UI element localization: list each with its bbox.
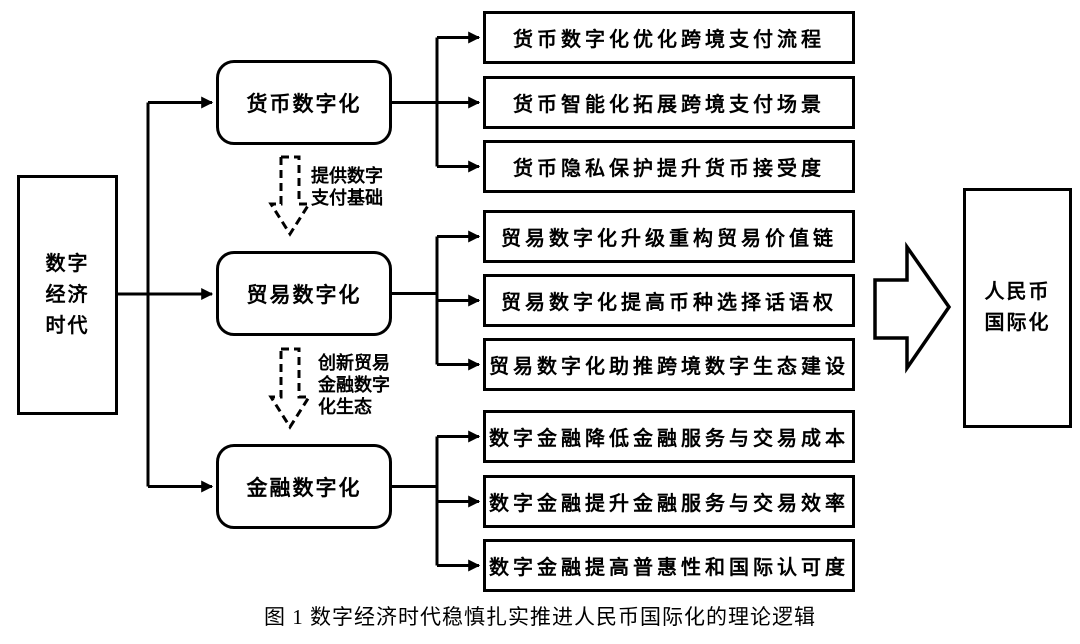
outcome-box: 贸易数字化提高币种选择话语权	[483, 274, 855, 327]
node-finance-digitalization-label: 金融数字化	[246, 476, 362, 500]
node-finance-digitalization: 金融数字化	[216, 444, 392, 529]
outcome-box: 数字金融降低金融服务与交易成本	[483, 410, 855, 463]
transition-label-payment-basis: 提供数字 支付基础	[311, 166, 383, 208]
finance-branch-lines	[391, 430, 481, 572]
node-trade-digitalization-label: 贸易数字化	[246, 283, 362, 307]
node-digital-economy-era: 数字 经济 时代	[17, 175, 118, 415]
outcome-box: 货币数字化优化跨境支付流程	[483, 11, 855, 64]
outcome-label: 货币隐私保护提升货币接受度	[513, 158, 825, 180]
outcome-box: 贸易数字化助推跨境数字生态建设	[483, 338, 855, 391]
node-trade-digitalization: 贸易数字化	[216, 251, 392, 336]
outcome-label: 贸易数字化升级重构贸易价值链	[501, 228, 837, 250]
outcome-label: 货币智能化拓展跨境支付场景	[513, 94, 825, 116]
outcome-label: 货币数字化优化跨境支付流程	[513, 29, 825, 51]
outcome-box: 货币隐私保护提升货币接受度	[483, 140, 855, 193]
outcome-label: 数字金融降低金融服务与交易成本	[489, 428, 849, 450]
outcome-label: 数字金融提高普惠性和国际认可度	[489, 557, 849, 579]
trade-branch-lines	[391, 230, 481, 371]
outcome-label: 贸易数字化提高币种选择话语权	[501, 292, 837, 314]
outcome-box: 货币智能化拓展跨境支付场景	[483, 76, 855, 129]
block-arrow-right-icon	[873, 241, 952, 374]
outcome-box: 贸易数字化升级重构贸易价值链	[483, 210, 855, 263]
node-rmb-internationalization: 人民币 国际化	[963, 188, 1072, 428]
outcome-box: 数字金融提升金融服务与交易效率	[483, 475, 855, 528]
outcome-label: 贸易数字化助推跨境数字生态建设	[489, 356, 849, 378]
outcome-box: 数字金融提高普惠性和国际认可度	[483, 539, 855, 592]
node-digital-economy-era-label: 数字 经济 时代	[45, 252, 90, 337]
currency-branch-lines	[391, 31, 481, 173]
node-currency-digitalization: 货币数字化	[216, 60, 392, 145]
figure-caption: 图 1 数字经济时代稳慎扎实推进人民币国际化的理论逻辑	[264, 605, 816, 629]
outcome-label: 数字金融提升金融服务与交易效率	[489, 493, 849, 515]
dashed-down-arrow-icon	[268, 155, 312, 237]
node-rmb-internationalization-label: 人民币 国际化	[984, 281, 1051, 334]
node-currency-digitalization-label: 货币数字化	[246, 92, 362, 116]
transition-label-trade-finance-ecology: 创新贸易 金融数字 化生态	[318, 353, 390, 417]
dashed-down-arrow-icon	[268, 347, 312, 430]
source-branch-lines	[117, 96, 214, 493]
